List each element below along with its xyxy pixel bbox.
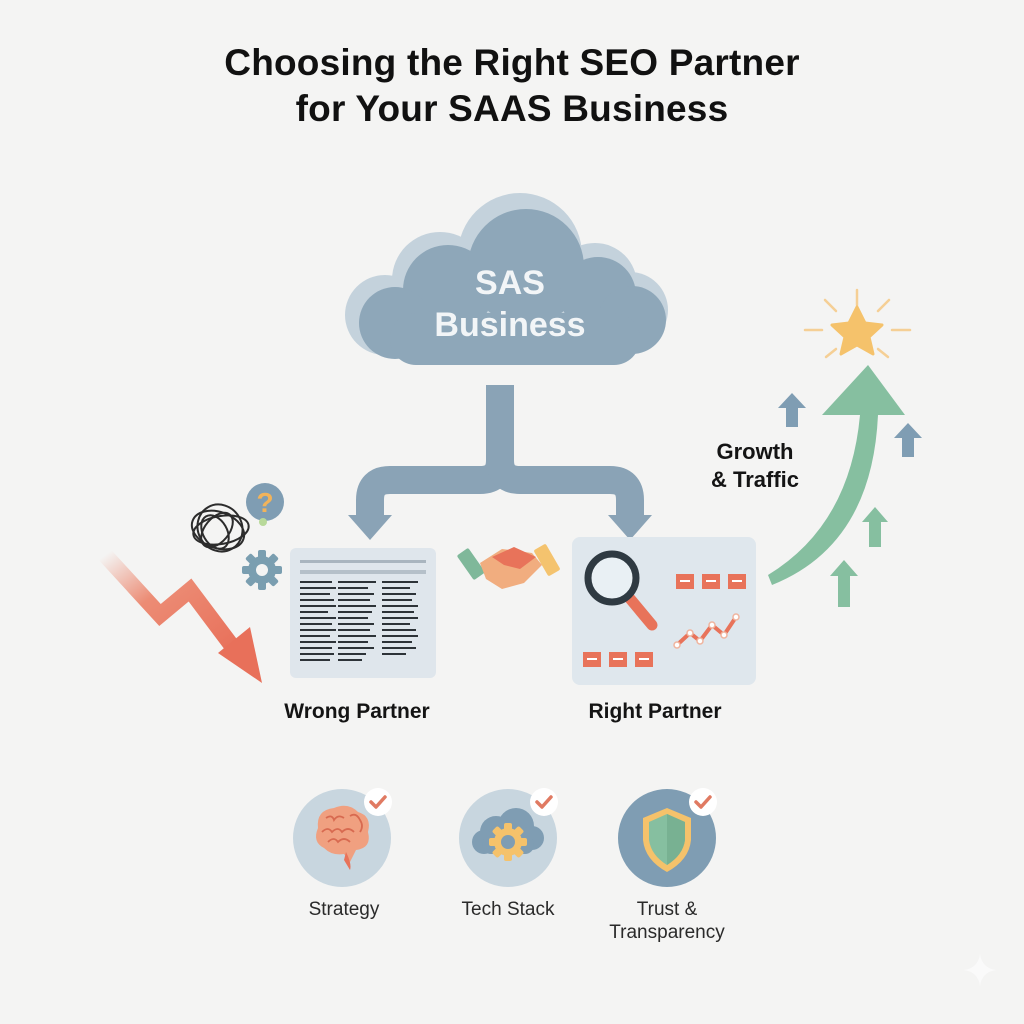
growth-traffic-label: Growth & Traffic bbox=[690, 438, 820, 494]
feature-tech-stack bbox=[458, 788, 558, 888]
branch-arrows-icon bbox=[348, 385, 652, 540]
chaos-scribble-icon bbox=[190, 503, 250, 553]
downtrend-arrow-icon bbox=[99, 549, 262, 683]
growth-line-1: Growth bbox=[716, 439, 794, 464]
growth-arrow-icon bbox=[768, 288, 922, 607]
cloud-label-line-1: SAS bbox=[475, 264, 545, 302]
star-rays bbox=[803, 288, 912, 359]
sparkle-icon bbox=[964, 954, 996, 986]
dashboard-blocks-icon bbox=[583, 574, 746, 667]
small-up-arrow-icon bbox=[778, 393, 922, 457]
cloud-icon bbox=[345, 193, 668, 365]
line-chart-icon bbox=[673, 613, 740, 649]
feature-trust-label: Trust & Transparency bbox=[603, 898, 731, 944]
check-icon bbox=[369, 795, 387, 809]
brain-icon bbox=[293, 788, 392, 887]
check-icon bbox=[694, 795, 712, 809]
feature-strategy-label: Strategy bbox=[308, 899, 380, 920]
handshake-icon bbox=[457, 544, 560, 589]
feature-tech-stack-label: Tech Stack bbox=[461, 899, 555, 920]
magnifier-icon bbox=[584, 550, 658, 631]
page-title: Choosing the Right SEO Partner for Your … bbox=[0, 40, 1024, 132]
growth-line-2: & Traffic bbox=[710, 467, 800, 492]
cluttered-document-icon bbox=[300, 560, 426, 661]
cloud-label-line-2: Business bbox=[434, 306, 586, 344]
analytics-dashboard-icon bbox=[583, 550, 746, 667]
star-icon bbox=[830, 305, 884, 356]
feature-trust-label-line-2: Transparency bbox=[609, 922, 725, 943]
right-partner-panel bbox=[572, 537, 756, 685]
shield-icon bbox=[618, 788, 717, 887]
cluttered-document-panel bbox=[290, 548, 436, 678]
cloud-gear-icon bbox=[459, 788, 558, 887]
gear-icon bbox=[242, 550, 282, 590]
svg-text:?: ? bbox=[256, 487, 273, 518]
cloud-label: SAS Business bbox=[400, 262, 620, 346]
title-line-2: for Your SAAS Business bbox=[295, 88, 729, 129]
title-line-1: Choosing the Right SEO Partner bbox=[224, 42, 800, 83]
check-icon bbox=[535, 795, 553, 809]
feature-strategy bbox=[292, 788, 392, 888]
question-mark-icon: ? bbox=[246, 483, 284, 526]
feature-trust bbox=[617, 788, 717, 888]
wrong-partner-label: Wrong Partner bbox=[284, 700, 430, 723]
feature-trust-label-line-1: Trust & bbox=[636, 899, 698, 920]
right-partner-label: Right Partner bbox=[588, 700, 722, 723]
